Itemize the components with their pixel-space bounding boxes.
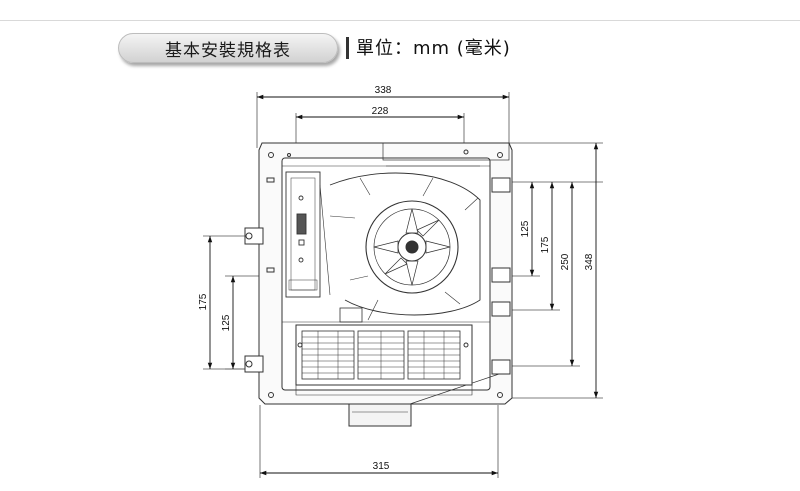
dim-label-left-125: 125 <box>221 314 232 331</box>
dimension-lines <box>207 94 599 476</box>
dim-label-right-250: 250 <box>560 253 571 270</box>
unit-label: 單位：mm (毫米) <box>356 38 511 59</box>
dim-label-315: 315 <box>373 461 390 472</box>
dim-label-338: 338 <box>375 85 392 96</box>
dim-label-228: 228 <box>372 106 389 117</box>
dim-label-right-125: 125 <box>520 220 531 237</box>
dim-label-right-175: 175 <box>540 236 551 253</box>
fan-blades <box>373 208 451 286</box>
dim-label-left-175: 175 <box>198 293 209 310</box>
extension-lines <box>203 92 603 478</box>
spec-title: 基本安裝規格表 <box>165 40 291 61</box>
top-divider <box>0 20 800 21</box>
heater-block <box>282 307 490 396</box>
fan-assembly <box>329 165 481 321</box>
control-box <box>285 171 331 298</box>
spec-title-badge: 基本安裝規格表 <box>118 33 338 63</box>
dim-label-right-348: 348 <box>584 253 595 270</box>
title-separator <box>346 37 349 59</box>
